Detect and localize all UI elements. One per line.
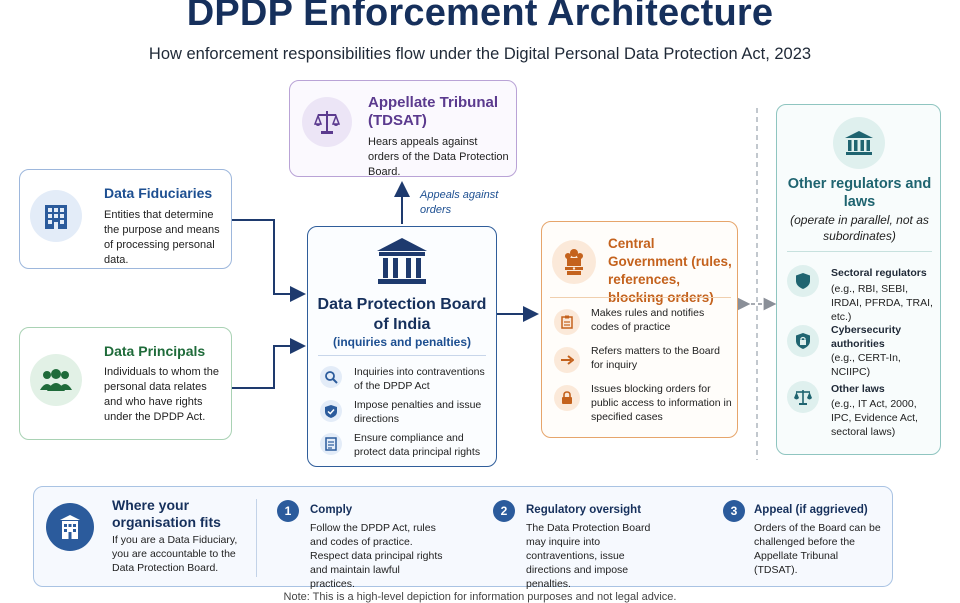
- step-text: Orders of the Board can be challenged be…: [754, 522, 881, 576]
- institution-icon: [375, 236, 429, 291]
- scales-icon: [787, 381, 819, 413]
- footnote: Note: This is a high-level depiction for…: [283, 591, 677, 603]
- others-item-text: (e.g., CERT-In, NCIIPC): [831, 352, 901, 378]
- others-item-text: (e.g., RBI, SEBI, IRDAI, PFRDA, TRAI, et…: [831, 283, 933, 323]
- others-subheading: (operate in parallel, not as subordinate…: [790, 213, 929, 243]
- document-icon: [320, 433, 342, 455]
- divider: [550, 297, 731, 298]
- divider: [787, 251, 932, 252]
- fiduciaries-text: Entities that determine the purpose and …: [104, 209, 220, 266]
- fits-text: If you are a Data Fiduciary, you are acc…: [112, 534, 238, 574]
- board-item: Impose penalties and issue directions: [354, 399, 482, 425]
- step-number: 1: [277, 500, 299, 522]
- government-item: Issues blocking orders for public access…: [591, 383, 732, 423]
- government-item: Makes rules and notifies codes of practi…: [591, 307, 705, 333]
- divider: [318, 355, 486, 356]
- fiduciaries-card: Data Fiduciaries Entities that determine…: [19, 169, 232, 269]
- appeals-label: Appeals against orders: [420, 189, 499, 216]
- page-subtitle: How enforcement responsibilities flow un…: [148, 45, 812, 63]
- step-text: The Data Protection Board may inquire in…: [526, 522, 651, 590]
- building-icon: [30, 190, 82, 242]
- board-item: Inquiries into contraventions of the DPD…: [354, 366, 485, 392]
- clipboard-icon: [554, 309, 580, 335]
- fiduciaries-heading: Data Fiduciaries: [104, 185, 213, 201]
- page-title: DPDP Enforcement Architecture: [186, 0, 774, 34]
- board-item: Ensure compliance and protect data princ…: [354, 432, 481, 458]
- shield-icon: [787, 265, 819, 297]
- others-item-text: (e.g., IT Act, 2000, IPC, Evidence Act, …: [831, 398, 918, 438]
- step-number: 3: [723, 500, 745, 522]
- board-heading: Data Protection Board of India: [317, 296, 487, 333]
- divider: [256, 499, 257, 577]
- tribunal-heading: Appellate Tribunal (TDSAT): [368, 94, 499, 129]
- organisation-fit-panel: Where your organisation fits If you are …: [33, 486, 893, 590]
- principals-heading: Data Principals: [104, 343, 206, 359]
- emblem-icon: [552, 240, 596, 284]
- fits-heading: Where your organisation fits: [112, 497, 221, 530]
- shield-check-icon: [320, 400, 342, 422]
- others-item-title: Sectoral regulators: [831, 267, 927, 279]
- others-heading: Other regulators and laws: [787, 176, 932, 210]
- arrow-right-icon: [554, 347, 580, 373]
- step-number: 2: [493, 500, 515, 522]
- step-title: Appeal (if aggrieved): [754, 504, 868, 516]
- scales-icon: [302, 97, 352, 147]
- board-card: Data Protection Board of India (inquirie…: [307, 226, 497, 467]
- others-item-title: Cybersecurity authorities: [831, 324, 902, 350]
- step-title: Regulatory oversight: [526, 504, 642, 516]
- institution-icon: [833, 117, 885, 169]
- principals-card: Data Principals Individuals to whom the …: [19, 327, 232, 440]
- board-subheading: (inquiries and penalties): [332, 335, 472, 349]
- others-item-title: Other laws: [831, 383, 885, 395]
- principals-text: Individuals to whom the personal data re…: [104, 366, 219, 423]
- search-icon: [320, 366, 342, 388]
- padlock-shield-icon: [787, 325, 819, 357]
- tribunal-text: Hears appeals against orders of the Data…: [368, 136, 509, 178]
- other-regulators-card: Other regulators and laws (operate in pa…: [776, 104, 941, 455]
- office-building-icon: [46, 503, 94, 551]
- step-text: Follow the DPDP Act, rules and codes of …: [310, 522, 443, 590]
- people-icon: [30, 354, 82, 406]
- government-card: Central Government (rules, references, b…: [541, 221, 738, 438]
- government-item: Refers matters to the Board for inquiry: [591, 345, 720, 371]
- step-title: Comply: [310, 504, 353, 516]
- lock-icon: [554, 385, 580, 411]
- tribunal-card: Appellate Tribunal (TDSAT) Hears appeals…: [289, 80, 517, 178]
